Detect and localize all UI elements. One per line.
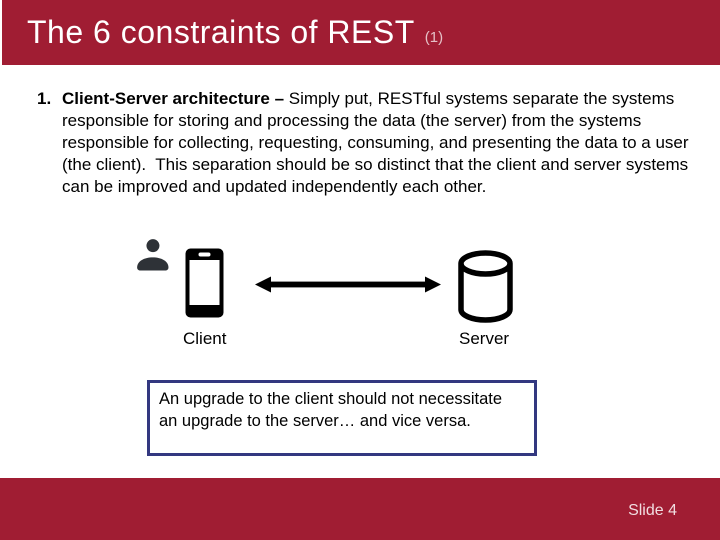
database-cylinder-icon — [458, 250, 513, 323]
slide-title-suffix: (1) — [424, 29, 444, 46]
callout-text: An upgrade to the client should not nece… — [159, 390, 503, 430]
body-text-block: 1. Client-Server architecture – Simply p… — [37, 88, 692, 198]
body-paragraph-lead: Client-Server architecture – — [62, 89, 289, 108]
double-headed-arrow-icon — [255, 276, 441, 293]
slide-title: The 6 constraints of REST — [27, 14, 415, 50]
user-icon — [137, 239, 169, 271]
title-band: The 6 constraints of REST (1) — [2, 0, 720, 65]
list-number: 1. — [37, 89, 52, 108]
slide-number: Slide 4 — [628, 502, 677, 519]
smartphone-icon — [185, 248, 224, 318]
server-label: Server — [459, 329, 510, 348]
body-paragraph-rest: Simply put, RESTful systems separate the… — [62, 89, 694, 196]
footer-band: Slide 4 — [0, 478, 720, 540]
callout-box: An upgrade to the client should not nece… — [147, 380, 537, 456]
client-label: Client — [183, 329, 227, 348]
body-paragraph: Client-Server architecture – Simply put,… — [62, 88, 692, 198]
